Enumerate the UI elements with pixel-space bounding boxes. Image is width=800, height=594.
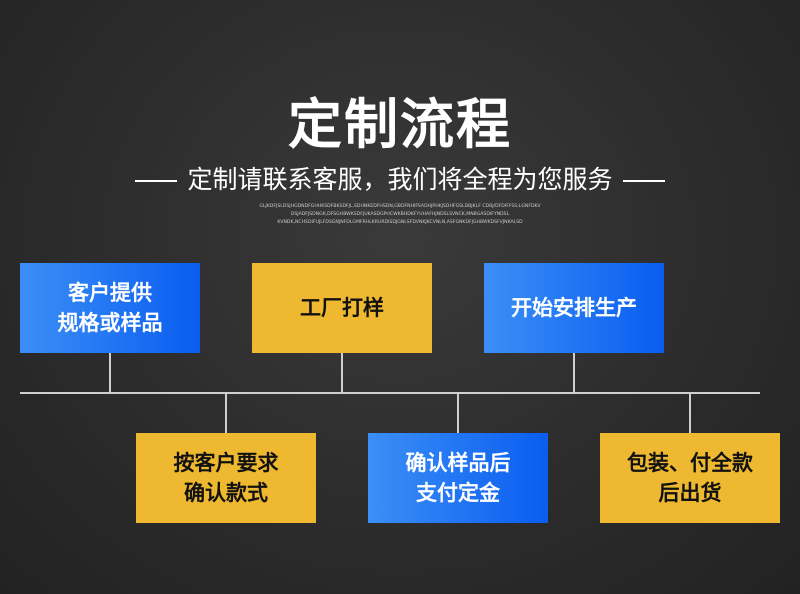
connector: [109, 353, 111, 393]
page-title: 定制流程: [288, 93, 512, 156]
step-confirm-style: 按客户要求 确认款式: [136, 433, 316, 523]
step-customer-provides-specs: 客户提供 规格或样品: [20, 263, 200, 353]
connector: [689, 393, 691, 433]
step-pay-deposit: 确认样品后 支付定金: [368, 433, 548, 523]
dash-right: [622, 180, 665, 182]
decorative-small-text: GLJKDFJSLDSJHGDNDFGHHKSDFBKSDFJL,SDHNKED…: [240, 203, 560, 227]
small-text-line: GLJKDFJSLDSJHGDNDFGHHKSDFBKSDFJL,SDHNKED…: [259, 204, 541, 209]
step-start-production: 开始安排生产: [484, 263, 664, 353]
connector: [457, 393, 459, 433]
subtitle: 定制请联系客服，我们将全程为您服务: [0, 160, 800, 196]
small-text-line: DSJADFJSDNGK,DFSGHBWKSDFJUKASDGPHCWKBHDK…: [290, 212, 510, 217]
small-text-line: KVNDK,NCHSDIFUJLFDSGNJNFDLGMFRHLKRURDISD…: [277, 220, 523, 225]
timeline-axis: [20, 392, 760, 394]
connector: [573, 353, 575, 393]
step-pay-and-ship: 包装、付全款 后出货: [600, 433, 780, 523]
subtitle-text: 定制请联系客服，我们将全程为您服务: [187, 165, 613, 194]
connector: [341, 353, 343, 393]
dash-left: [135, 180, 178, 182]
step-factory-sampling: 工厂打样: [252, 263, 432, 353]
connector: [225, 393, 227, 433]
